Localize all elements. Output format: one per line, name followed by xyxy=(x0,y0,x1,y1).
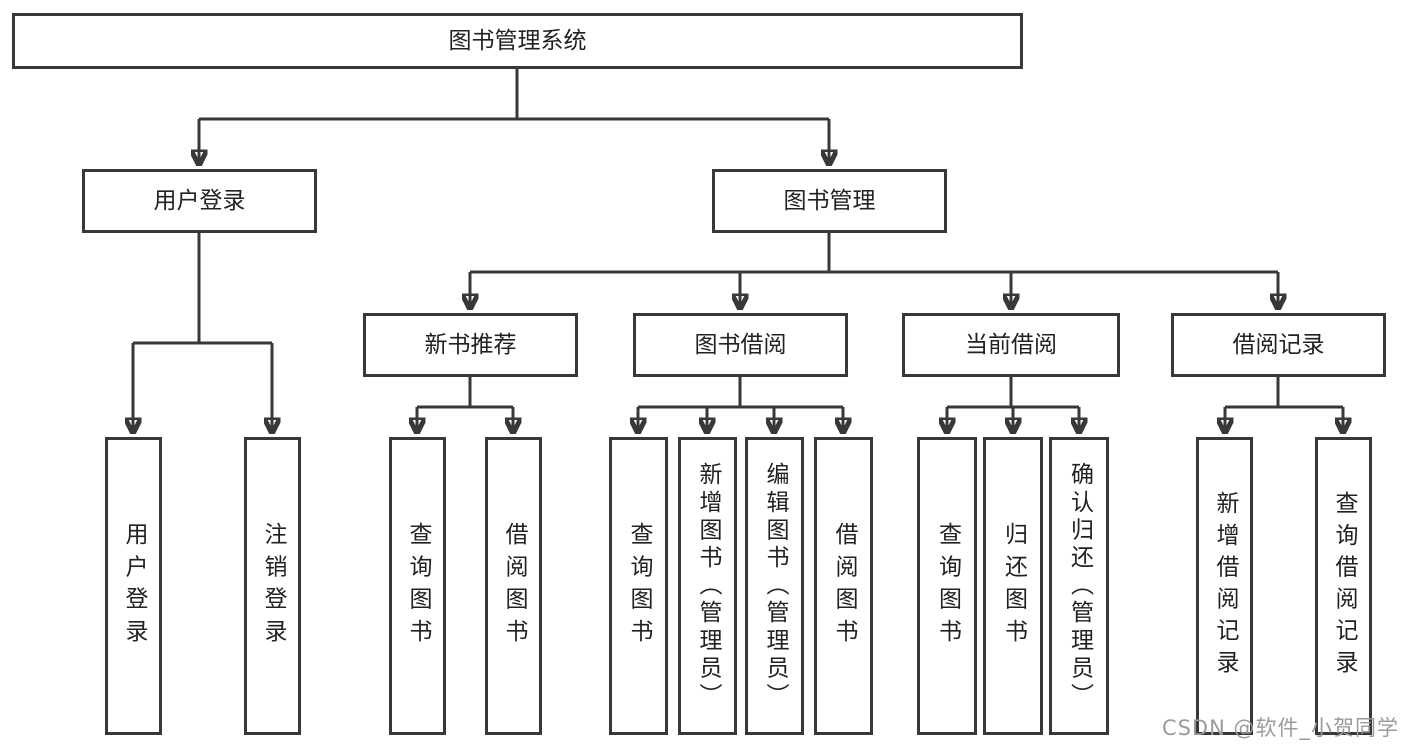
node-current-borrowing: 当前借阅 xyxy=(902,313,1120,377)
node-query-borrow-record: 查询借阅记录 xyxy=(1315,437,1372,735)
node-borrowing-records: 借阅记录 xyxy=(1171,313,1386,377)
watermark-text: CSDN @软件_小贺同学 xyxy=(1161,716,1399,740)
node-book-borrowing: 图书借阅 xyxy=(633,313,848,377)
node-book-management: 图书管理 xyxy=(712,169,947,233)
node-query-books-current: 查询图书 xyxy=(917,437,977,735)
node-return-books: 归还图书 xyxy=(983,437,1043,735)
node-library-management-system: 图书管理系统 xyxy=(12,13,1023,69)
node-confirm-return-admin: 确认归还（管理员） xyxy=(1049,437,1109,735)
node-user-login-leaf: 用户登录 xyxy=(105,437,162,735)
node-query-books-recommendation: 查询图书 xyxy=(389,437,446,735)
node-add-books-admin: 新增图书（管理员） xyxy=(678,437,737,735)
node-user-login: 用户登录 xyxy=(82,169,317,233)
node-edit-books-admin: 编辑图书（管理员） xyxy=(745,437,804,735)
node-borrow-books-recommendation: 借阅图书 xyxy=(485,437,542,735)
node-add-borrow-record: 新增借阅记录 xyxy=(1196,437,1253,735)
node-query-books-borrowing: 查询图书 xyxy=(609,437,668,735)
node-borrow-books-leaf: 借阅图书 xyxy=(814,437,873,735)
node-logout-leaf: 注销登录 xyxy=(244,437,301,735)
node-new-book-recommendation: 新书推荐 xyxy=(363,313,578,377)
